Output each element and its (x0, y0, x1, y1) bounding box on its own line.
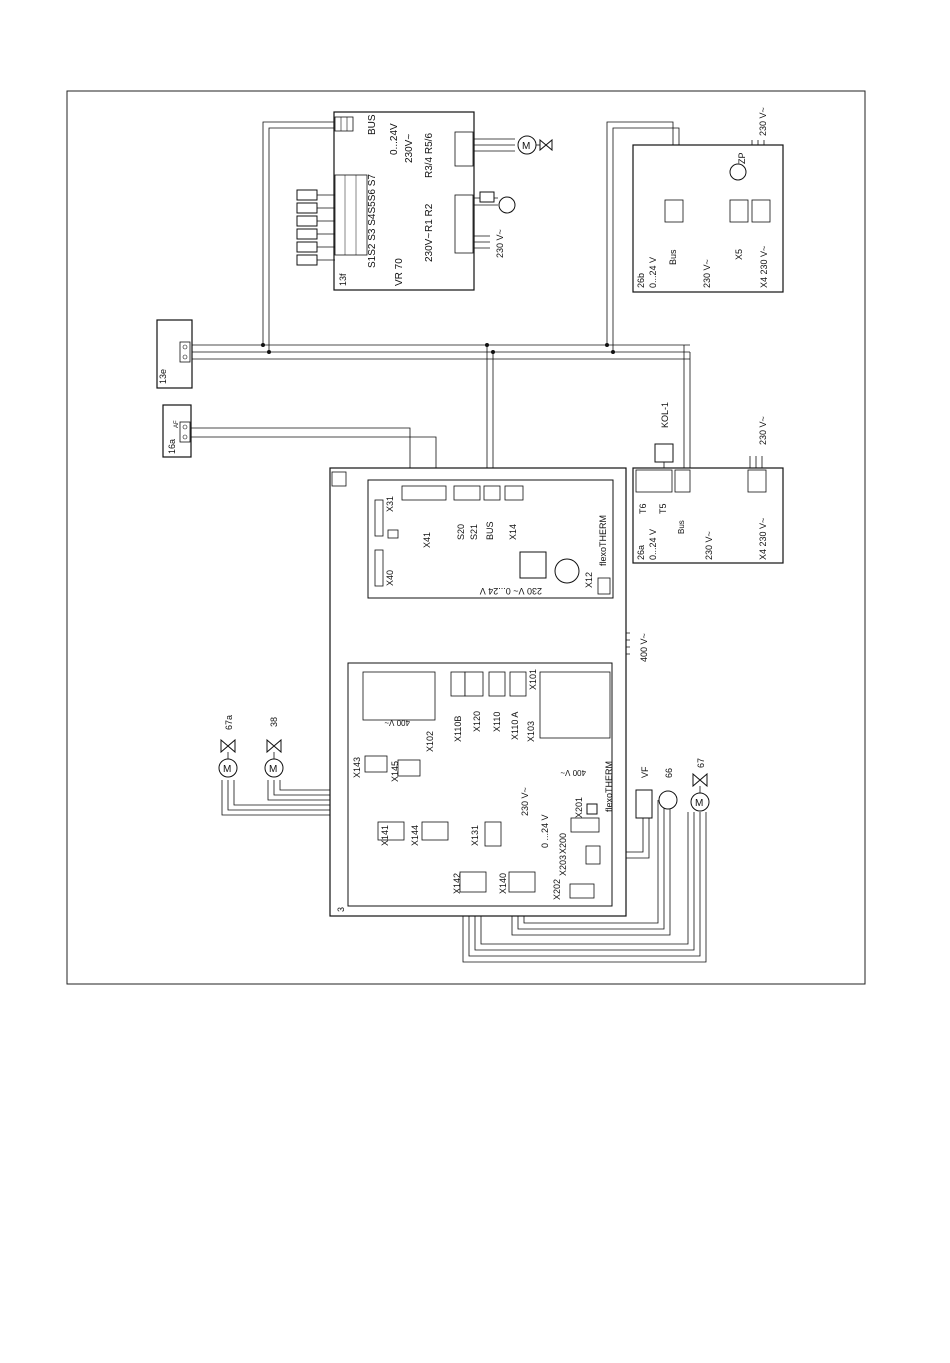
vr70-r1-r2-label: R1 R2 (424, 203, 435, 232)
kol-sensor-icon (654, 443, 674, 463)
module-16a: 16a AF (162, 404, 192, 458)
flexotherm-bottom-label: flexoTHERM (604, 761, 614, 812)
module-26a: KOL-1 26a T6 0...24 V T5 Bus 230 V~ X4 2… (632, 402, 784, 564)
vf-sensor-icon (635, 789, 653, 819)
s20-label: S20 (456, 524, 466, 540)
pump-67-valve-icon (692, 772, 708, 788)
pump-38-valve-icon (266, 738, 282, 754)
pump-67a-label: 67a (224, 715, 234, 730)
vr70-230v-b-label: 230V~ (424, 233, 435, 262)
module-26b-id-label: 26b (636, 273, 646, 288)
x12-label: X12 (584, 572, 594, 588)
module-16a-af-label: AF (174, 420, 180, 428)
power-board-400v-label: 400 V~ (560, 768, 586, 777)
module-26a-kol-label: KOL-1 (660, 402, 670, 428)
module-26a-id-label: 26a (636, 545, 646, 560)
peripherals: M 67a M 38 VF 66 M 67 (218, 715, 710, 819)
module-26a-t6-label: T6 (638, 503, 648, 514)
x110b-label: X110B (453, 716, 463, 742)
x203-label: X203 (558, 855, 568, 876)
s21-label: S21 (469, 524, 479, 540)
power-board-230v-label: 230 V~ (520, 787, 530, 816)
x102-label: X102 (425, 731, 435, 752)
module-26a-t5-label: T5 (658, 503, 668, 514)
x31-label: X31 (385, 496, 395, 512)
pump-66-icon (658, 790, 678, 810)
module-26b-x5-label: X5 (734, 249, 744, 260)
module-26b-x4-label: X4 230 V~ (759, 246, 769, 288)
pump-66-label: 66 (664, 768, 674, 778)
board-voltage-label: 230 V~ 0...24 V (480, 586, 542, 596)
control-board: X31 X41 X40 S20 S21 BUS X14 X12 flexoTHE… (331, 471, 614, 599)
x131-label: X131 (470, 825, 480, 846)
vr70-module: 13f VR 70 BUS 0...24V 230V~ R3/4 R5/6 R1… (296, 111, 553, 291)
pump-38-label: 38 (269, 717, 279, 727)
vr70-r34-r56-label: R3/4 R5/6 (424, 133, 435, 178)
diagram-frame (66, 90, 866, 985)
module-26b-024v-label: 0...24 V (648, 257, 658, 288)
x41-label: X41 (422, 532, 432, 548)
vr70-sensors-label: S1S2 S3 S4S5S6 S7 (367, 174, 378, 268)
vr70-name-label: VR 70 (394, 258, 405, 286)
x102-400v-label: 400 V~ (384, 718, 410, 727)
svg-text:M: M (522, 141, 530, 152)
vr70-id-label: 13f (338, 273, 348, 286)
power-board-024v-label: 0 ...24 V (540, 814, 550, 848)
x110a-label: X110 A (510, 712, 520, 740)
x14-label: X14 (508, 524, 518, 540)
flexotherm-top-label: flexoTHERM (598, 515, 608, 566)
power-board: X102 400 V~ X110B X120 X110 X110 A X103 … (347, 662, 614, 907)
x140-label: X140 (498, 873, 508, 894)
module-26b-supply-label: 230 V~ (758, 107, 768, 136)
vr70-sensors (296, 189, 335, 266)
main-unit-id-label: 3 (336, 907, 346, 912)
pump-67a-valve-icon (220, 738, 236, 754)
x201-label: X201 (574, 797, 584, 818)
x120-label: X120 (472, 711, 482, 732)
x141-label: X141 (380, 825, 390, 846)
vr70-024v-label: 0...24V (389, 123, 400, 155)
vr70-sensor-terminals (334, 174, 368, 256)
svg-text:M: M (223, 764, 231, 775)
x144-label: X144 (410, 825, 420, 846)
module-26a-024v-label: 0...24 V (648, 529, 658, 560)
bus-label: BUS (485, 521, 495, 540)
x145-label: X145 (390, 761, 400, 782)
module-26a-x4-label: X4 230 V~ (758, 518, 768, 560)
module-26b-230v-label: 230 V~ (702, 259, 712, 288)
x143-label: X143 (352, 757, 362, 778)
vr70-230v-label: 230V~ (404, 134, 415, 163)
vr70-supply-label: 230 V~ (495, 229, 505, 258)
supply-400v-label: 400 V~ (639, 633, 649, 662)
svg-text:M: M (269, 764, 277, 775)
module-26a-supply-label: 230 V~ (758, 416, 768, 445)
x110-label: X110 (492, 712, 502, 732)
x202-label: X202 (552, 879, 562, 900)
module-13e: 13e (156, 319, 193, 389)
main-unit: 3 X31 X41 X40 S20 S21 BUS X14 X12 flexoT… (329, 467, 649, 917)
pump-67-label: 67 (696, 758, 706, 768)
svg-text:M: M (695, 798, 703, 809)
module-13e-label: 13e (158, 369, 168, 384)
module-26b: ZP 26b 0...24 V Bus 230 V~ X5 X4 230 V~ … (632, 107, 784, 293)
x101-label: X101 (528, 669, 538, 690)
vr70-bus-label: BUS (367, 114, 378, 135)
vf-label: VF (640, 766, 650, 778)
zp-pump-icon (729, 163, 747, 181)
x142-label: X142 (452, 873, 462, 894)
module-26a-bus-label: Bus (677, 520, 686, 534)
module-16a-label: 16a (167, 439, 177, 454)
x200-label: X200 (558, 833, 568, 854)
module-26b-bus-label: Bus (668, 249, 678, 265)
x40-label: X40 (385, 570, 395, 586)
module-26a-230v-label: 230 V~ (704, 531, 714, 560)
x103-label: X103 (526, 721, 536, 742)
pump-icon (498, 196, 516, 214)
module-26b-zp-label: ZP (737, 152, 747, 164)
